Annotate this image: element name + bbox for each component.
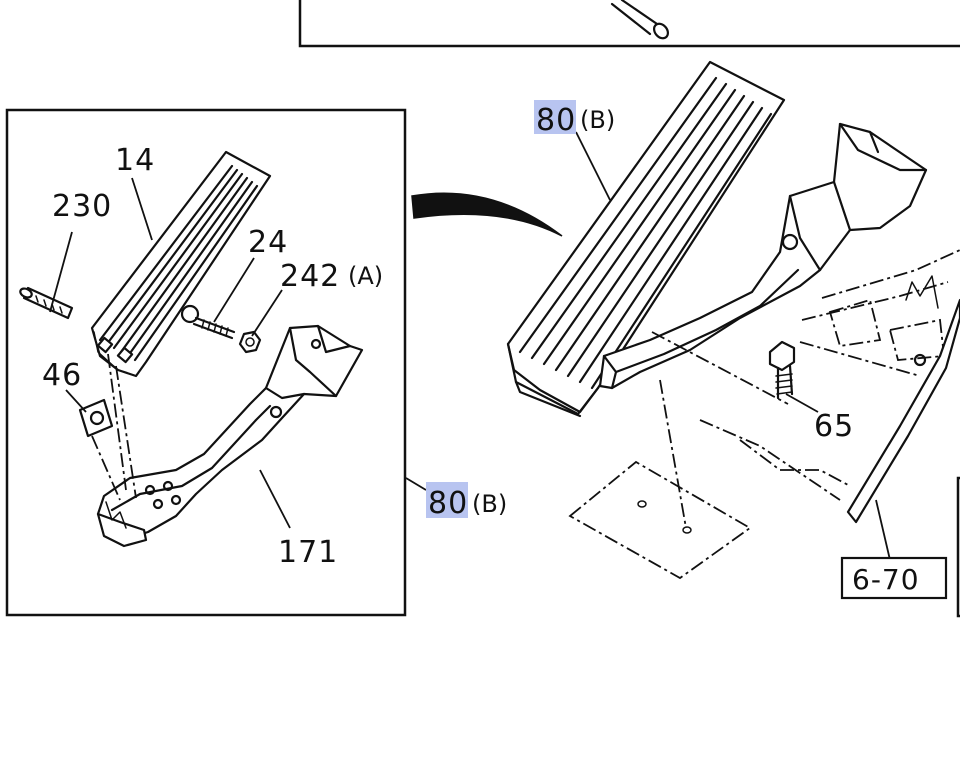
label-80-inset: 80 — [428, 486, 468, 521]
inset-nut — [238, 330, 262, 354]
label-14: 14 — [115, 143, 155, 178]
main-side-strap — [846, 298, 960, 561]
main-bolt-65 — [768, 340, 819, 413]
inset-assembly-lines — [91, 353, 137, 501]
main-pedal-pad — [506, 60, 786, 418]
main-arm-bracket — [598, 122, 928, 390]
reference-label: 6-70 — [852, 563, 920, 596]
top-pin-fragment — [610, 0, 669, 40]
main-body-outline — [651, 249, 960, 501]
inset-leaders — [49, 177, 291, 529]
right-partial-frame — [956, 476, 960, 618]
label-80-inset-suffix: (B) — [472, 490, 507, 518]
inset-80-leader — [405, 477, 427, 491]
inset-pin — [19, 286, 74, 320]
reference-box-6-70[interactable]: 6-70 — [840, 556, 948, 600]
label-80-main: 80 — [536, 103, 576, 138]
label-80-main-suffix: (B) — [580, 106, 615, 134]
label-230: 230 — [52, 189, 112, 224]
highlight-80-inset — [426, 482, 468, 518]
main-floor-plate — [568, 379, 752, 580]
main-assembly — [506, 60, 960, 618]
inset-pedal-pad — [90, 150, 272, 378]
highlight-80-main — [534, 100, 576, 134]
inset-bolt — [180, 304, 236, 340]
label-171: 171 — [278, 535, 338, 570]
detail-arrow — [411, 192, 563, 237]
inset-detail-box: 14 230 24 242 (A) 46 171 — [5, 108, 407, 617]
inset-clip — [78, 398, 114, 438]
label-24: 24 — [248, 225, 288, 260]
label-46: 46 — [42, 358, 82, 393]
label-242-suffix: (A) — [348, 262, 383, 290]
reference-box-frame — [840, 556, 948, 600]
top-partial-frame — [298, 0, 960, 48]
main-80-leader — [575, 131, 611, 201]
label-242: 242 — [280, 259, 340, 294]
label-65: 65 — [814, 409, 854, 444]
